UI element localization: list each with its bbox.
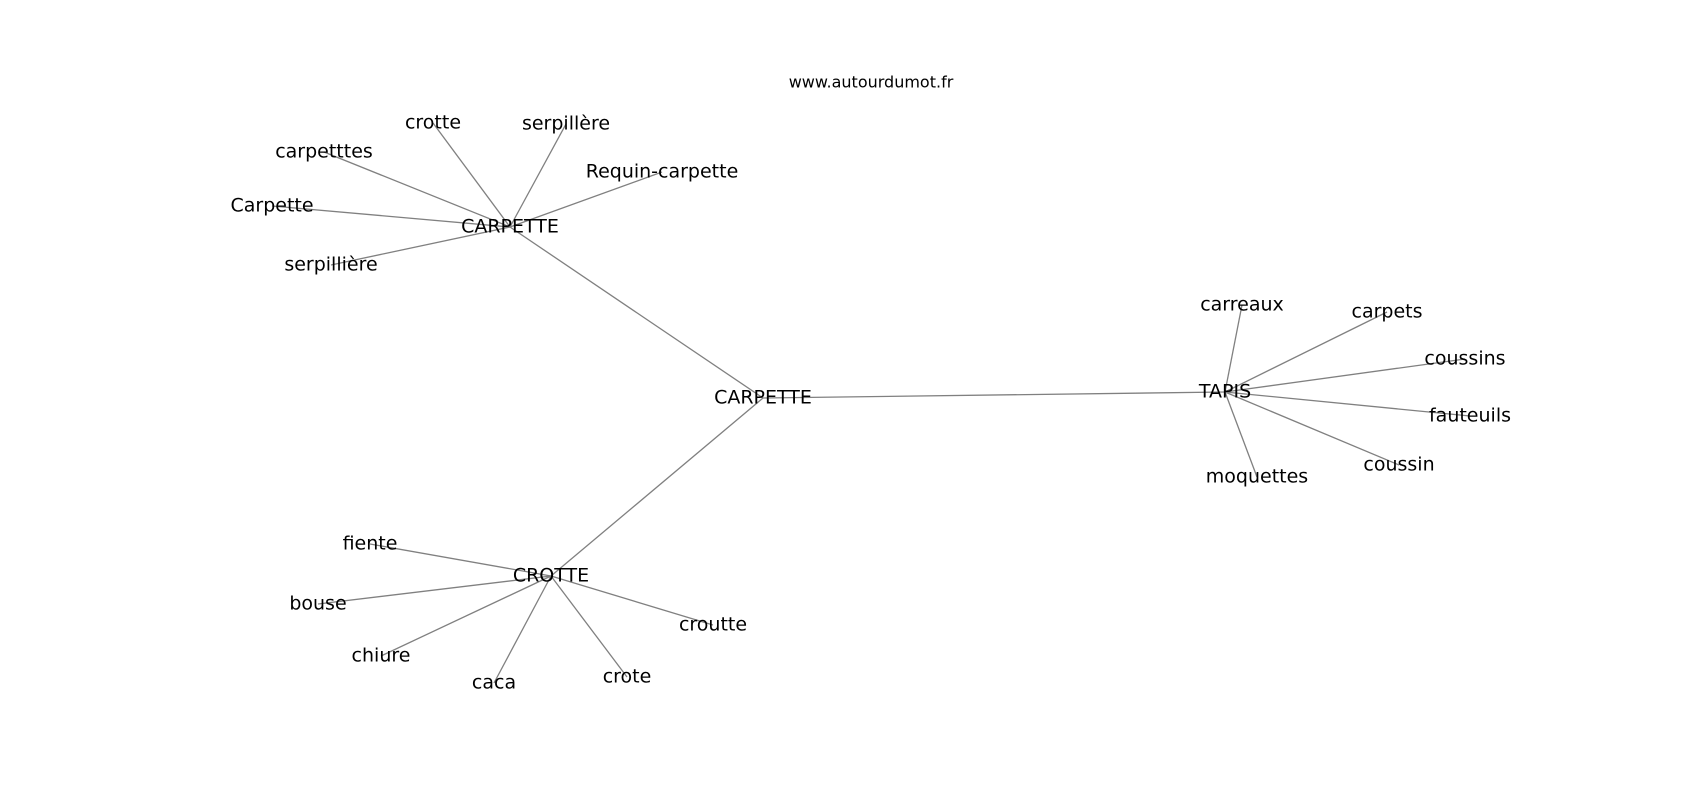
leaf-node-crotte-0: fiente — [343, 533, 398, 555]
leaf-node-tapis-3: fauteuils — [1429, 405, 1511, 427]
leaf-node-tapis-2: coussins — [1424, 348, 1505, 370]
leaf-node-crotte-3: caca — [472, 672, 516, 694]
leaf-node-carpette-4: Carpette — [230, 195, 313, 217]
edge-crotte-leaf-5 — [550, 575, 714, 626]
labels-layer: www.autourdumot.fr CARPETTE CARPETTE crott… — [230, 73, 1511, 694]
edge-center-tapis — [762, 391, 1226, 399]
leaf-node-crotte-1: bouse — [289, 593, 346, 615]
edge-crotte-leaf-1 — [317, 575, 552, 605]
leaf-node-tapis-0: carreaux — [1200, 294, 1284, 316]
leaf-node-tapis-4: coussin — [1363, 454, 1434, 476]
leaf-node-carpette-1: serpillère — [522, 113, 610, 135]
leaf-node-crotte-2: chiure — [352, 645, 411, 667]
leaf-node-crotte-5: croutte — [679, 614, 747, 636]
edge-crotte-leaf-4 — [550, 575, 628, 678]
edge-crotte-leaf-3 — [493, 575, 552, 684]
edge-tapis-leaf-2 — [1224, 358, 1466, 393]
edge-tapis-leaf-3 — [1224, 391, 1471, 417]
hub-node-carpette: CARPETTE — [461, 216, 559, 238]
edge-tapis-leaf-0 — [1224, 304, 1243, 393]
edge-tapis-leaf-1 — [1224, 311, 1388, 393]
edge-carpette-leaf-0 — [432, 122, 511, 228]
edge-crotte-leaf-0 — [369, 543, 552, 577]
edges-layer — [271, 122, 1471, 684]
edge-carpette-leaf-1 — [509, 123, 567, 228]
leaf-node-tapis-1: carpets — [1352, 301, 1423, 323]
leaf-node-tapis-5: moquettes — [1206, 466, 1308, 488]
edge-tapis-leaf-5 — [1224, 391, 1258, 478]
edge-carpette-leaf-2 — [509, 171, 663, 228]
site-url: www.autourdumot.fr — [789, 73, 954, 92]
edge-carpette-leaf-3 — [323, 151, 511, 228]
leaf-node-carpette-0: crotte — [405, 112, 461, 134]
center-node-label: CARPETTE — [714, 387, 812, 409]
edge-carpette-leaf-4 — [271, 205, 511, 228]
edge-tapis-leaf-4 — [1224, 391, 1400, 466]
leaf-node-carpette-5: serpillière — [284, 254, 377, 276]
leaf-node-carpette-2: Requin-carpette — [586, 161, 739, 183]
edge-center-crotte — [550, 397, 764, 577]
edge-carpette-leaf-5 — [330, 226, 511, 266]
edge-crotte-leaf-2 — [380, 575, 552, 657]
leaf-node-crotte-4: crote — [603, 666, 652, 688]
hub-node-tapis: TAPIS — [1198, 381, 1251, 403]
leaf-node-carpette-3: carpetttes — [275, 141, 373, 163]
edge-center-carpette — [509, 226, 764, 399]
hub-node-crotte: CROTTE — [513, 565, 589, 587]
